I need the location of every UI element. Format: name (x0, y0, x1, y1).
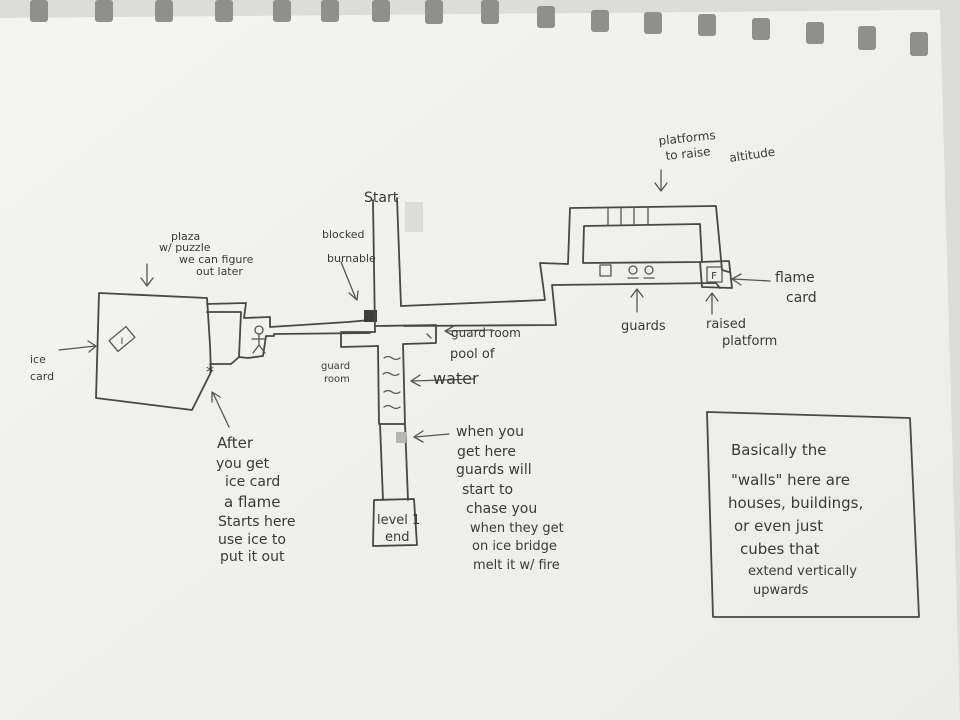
note-line-6: extend vertically (748, 564, 857, 579)
note-line-3: houses, buildings, (728, 494, 863, 512)
chase-trigger (396, 432, 406, 443)
pool-label-2: water (433, 369, 479, 388)
chase-note-6: when they get (470, 521, 564, 536)
chase-note-4: start to (462, 482, 513, 498)
burnable-label: burnable (327, 252, 376, 265)
svg-text:F: F (711, 271, 717, 282)
note-line-7: upwards (753, 583, 808, 598)
chase-note-7: on ice bridge (472, 539, 557, 554)
flame-start-marker: * (206, 362, 214, 381)
chase-note-3: guards will (456, 462, 532, 478)
ice-card-label-2: card (30, 370, 54, 383)
guard-room-left-label-2: room (324, 374, 350, 385)
guard-room-right-label: guard room (451, 326, 521, 340)
guards-label: guards (621, 319, 666, 334)
note-line-5: cubes that (740, 540, 820, 558)
note-line-2: "walls" here are (731, 471, 850, 489)
raised-platform-label-1: raised (706, 317, 746, 332)
level-end-label-1: level 1 (377, 513, 420, 528)
flame-note-4: a flame (224, 493, 280, 511)
flame-card-label-1: flame (775, 270, 815, 286)
flame-note-2: you get (216, 456, 270, 472)
chase-note-1: when you (456, 424, 524, 440)
flame-card-label-2: card (786, 290, 817, 306)
paper-sheet (0, 10, 960, 720)
raised-platform-label-2: platform (722, 334, 777, 349)
blocked-label: blocked (322, 228, 365, 241)
note-line-1: Basically the (731, 441, 827, 459)
flame-note-5: Starts here (218, 514, 296, 530)
note-line-4: or even just (734, 517, 823, 535)
flame-note-3: ice card (225, 474, 280, 490)
start-label: Start (364, 190, 399, 206)
ice-card-label-1: ice (30, 353, 46, 366)
chase-note-5: chase you (466, 501, 537, 517)
guard-room-left-label-1: guard (321, 361, 350, 372)
flame-note-1: After (217, 434, 254, 452)
svg-text:I: I (121, 337, 124, 347)
level-end-label-2: end (385, 530, 410, 545)
start-smudge (405, 202, 423, 232)
chase-note-2: get here (457, 444, 516, 460)
flame-note-6: use ice to (218, 532, 286, 548)
plaza-label-4: out later (196, 265, 243, 278)
flame-note-7: put it out (220, 549, 285, 565)
chase-note-8: melt it w/ fire (473, 558, 560, 573)
pool-label-1: pool of (450, 347, 495, 362)
